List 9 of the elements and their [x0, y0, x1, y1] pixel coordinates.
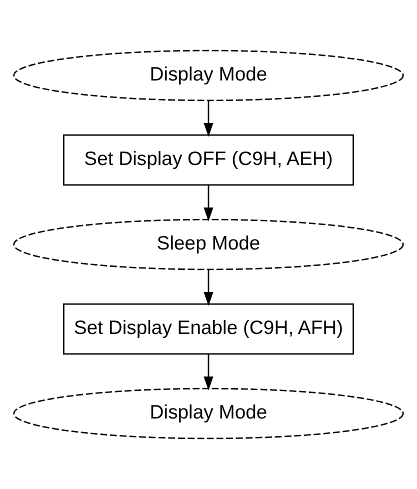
arrow — [204, 354, 214, 390]
node-ellipse: Display Mode — [13, 388, 404, 440]
arrow — [204, 185, 214, 222]
node-ellipse: Sleep Mode — [13, 218, 404, 270]
arrow — [204, 100, 214, 137]
arrow — [204, 270, 214, 306]
node-box: Set Display OFF (C9H, AEH) — [63, 134, 354, 186]
node-box: Set Display Enable (C9H, AFH) — [63, 303, 354, 355]
node-ellipse: Display Mode — [13, 50, 404, 102]
